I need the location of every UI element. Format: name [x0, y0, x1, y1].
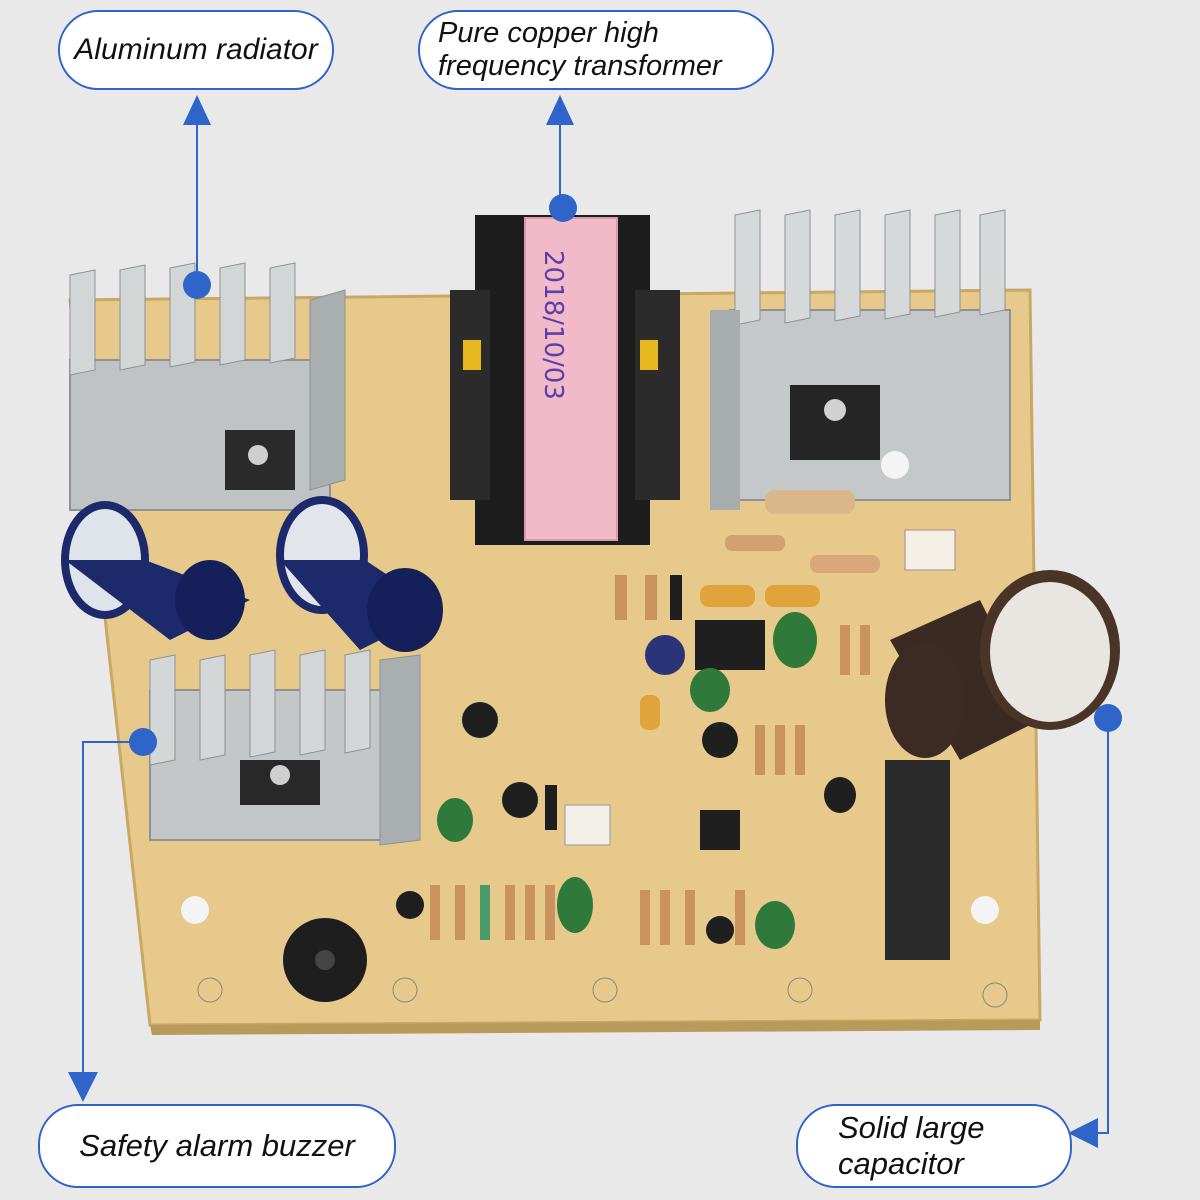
callout-alarm-buzzer: Safety alarm buzzer: [38, 1104, 396, 1188]
capacitor-left-2: [276, 496, 443, 652]
capacitor-left-1: [61, 501, 250, 640]
callout-connectors: [68, 95, 1122, 1148]
capacitor-large-right: [885, 570, 1120, 760]
alarm-buzzer: [283, 918, 367, 1002]
callout-transformer: Pure copper high frequency transformer: [418, 10, 774, 90]
callout-large-capacitor: Solid large capacitor: [796, 1104, 1072, 1188]
heatsink-bottom-left: [149, 649, 421, 846]
transformer-date-marking: 2018/10/03: [538, 250, 568, 400]
transformer: 2018/10/03: [450, 215, 680, 545]
callout-radiator-text: Aluminum radiator: [74, 32, 318, 66]
small-components: [181, 451, 1008, 1008]
callout-aluminum-radiator: Aluminum radiator: [58, 10, 334, 90]
pcb-shadow: [150, 1020, 1040, 1035]
rectifier-block: [885, 760, 950, 960]
heatsink-top-right: [710, 209, 1011, 510]
callout-capacitor-line1: Solid large: [838, 1110, 985, 1146]
callout-transformer-line2: frequency transformer: [438, 50, 722, 82]
callout-transformer-line1: Pure copper high: [438, 16, 659, 49]
heatsink-top-left: [69, 262, 346, 511]
callout-capacitor-line2: capacitor: [838, 1146, 964, 1181]
callout-buzzer-text: Safety alarm buzzer: [79, 1128, 355, 1164]
